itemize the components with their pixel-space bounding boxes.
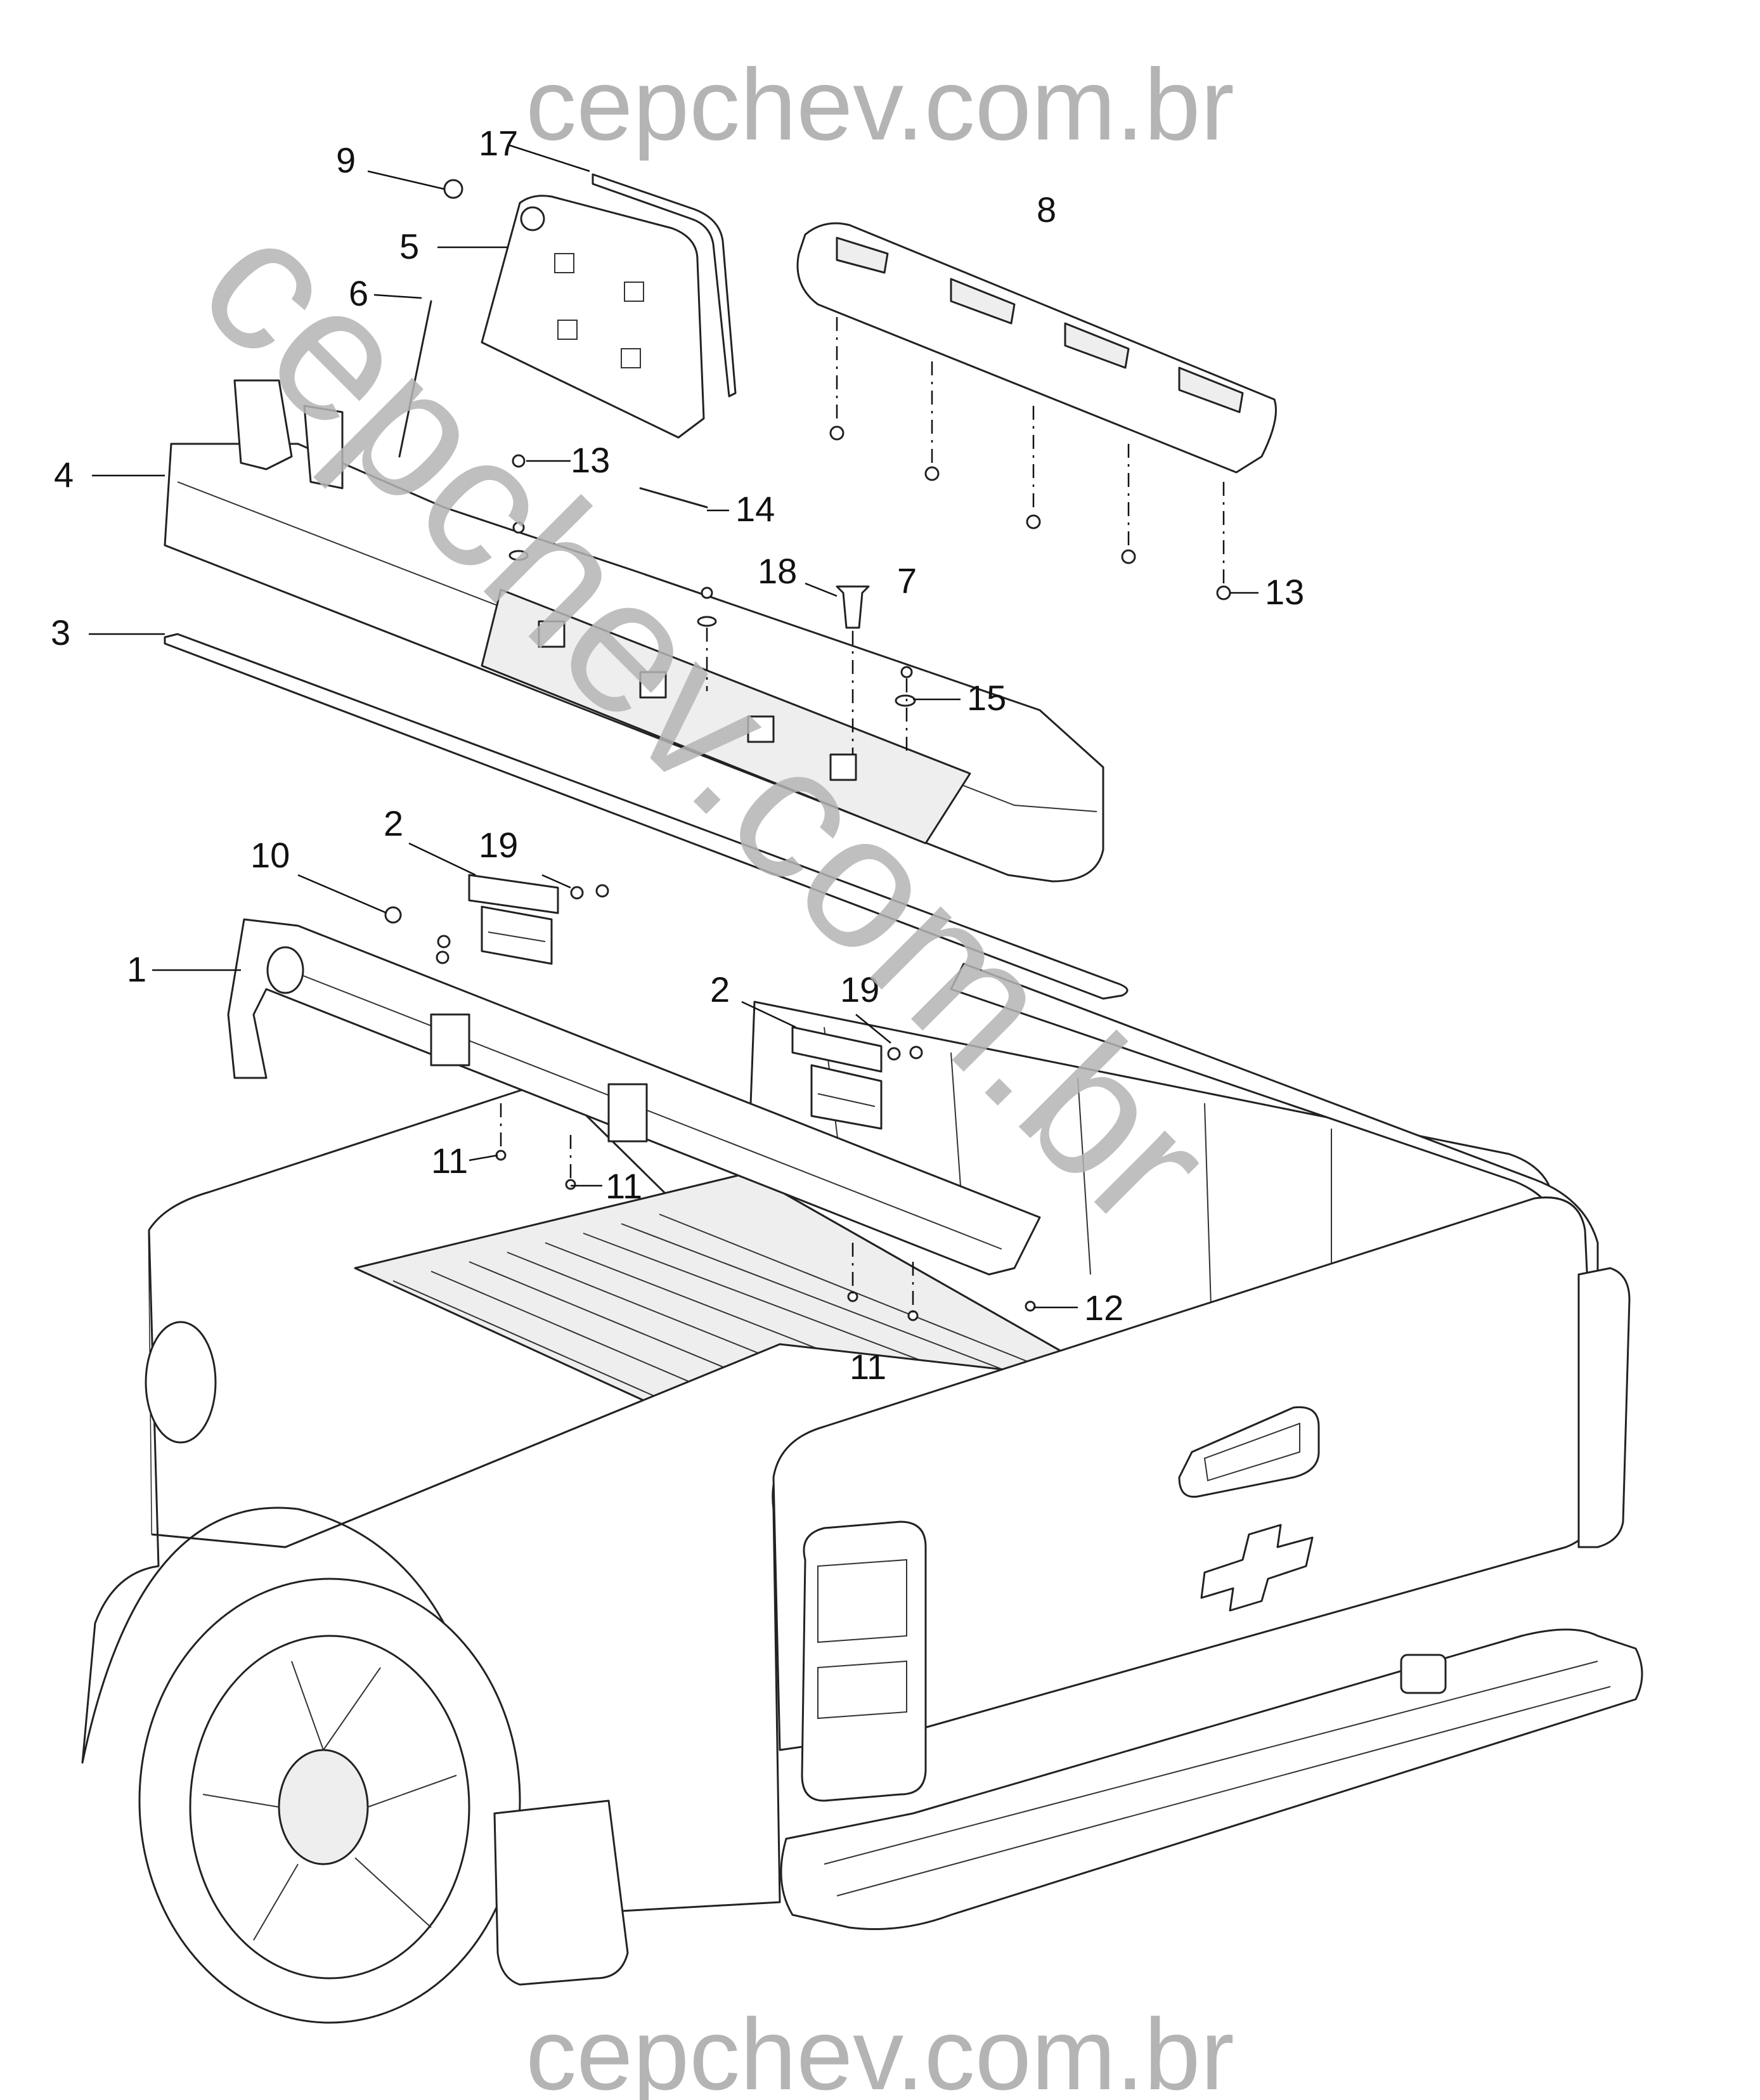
callout-11b: 11	[605, 1166, 642, 1206]
callout-labels: 9 17 5 6 4 13 14 8 13 3 18 7 15 2 19 10 …	[51, 123, 1304, 1387]
fasteners	[384, 179, 1231, 1321]
callout-17: 17	[479, 123, 518, 163]
truck-bed	[81, 963, 1643, 2024]
callout-6: 6	[349, 273, 368, 313]
part-2-hinge-b	[791, 1026, 883, 1130]
callout-13a: 13	[571, 440, 610, 480]
callout-2a: 2	[384, 803, 403, 843]
part-1-support-beam	[227, 918, 1041, 1276]
callout-7: 7	[897, 561, 917, 600]
callout-19b: 19	[840, 969, 879, 1009]
callout-10: 10	[250, 835, 290, 875]
callout-3: 3	[51, 612, 70, 652]
callout-9: 9	[336, 140, 356, 180]
callout-4: 4	[54, 455, 74, 495]
part-2-hinge-a	[468, 874, 559, 965]
part-4-rail-cap	[164, 379, 1104, 883]
callout-12: 12	[1084, 1288, 1123, 1328]
callout-5: 5	[399, 226, 419, 266]
part-6-rod	[398, 300, 432, 458]
callout-8: 8	[1037, 190, 1056, 230]
callout-14: 14	[735, 489, 775, 529]
callout-2b: 2	[710, 969, 730, 1009]
watermark-bottom: cepchev.com.br	[526, 1997, 1234, 2100]
part-8-rail-cover	[796, 222, 1277, 474]
callout-1: 1	[127, 949, 146, 989]
callout-19a: 19	[479, 825, 518, 865]
part-17-weatherstrip	[592, 173, 737, 398]
callout-13b: 13	[1265, 572, 1304, 612]
callout-11a: 11	[431, 1141, 468, 1181]
part-3-seal-strip	[164, 633, 1129, 1000]
callout-11c: 11	[850, 1347, 886, 1387]
callout-18: 18	[758, 551, 797, 591]
leader-lines	[89, 143, 1259, 1312]
part-5-corner-cap	[481, 195, 705, 439]
watermark-top: cepchev.com.br	[526, 48, 1234, 161]
callout-15: 15	[967, 678, 1006, 718]
